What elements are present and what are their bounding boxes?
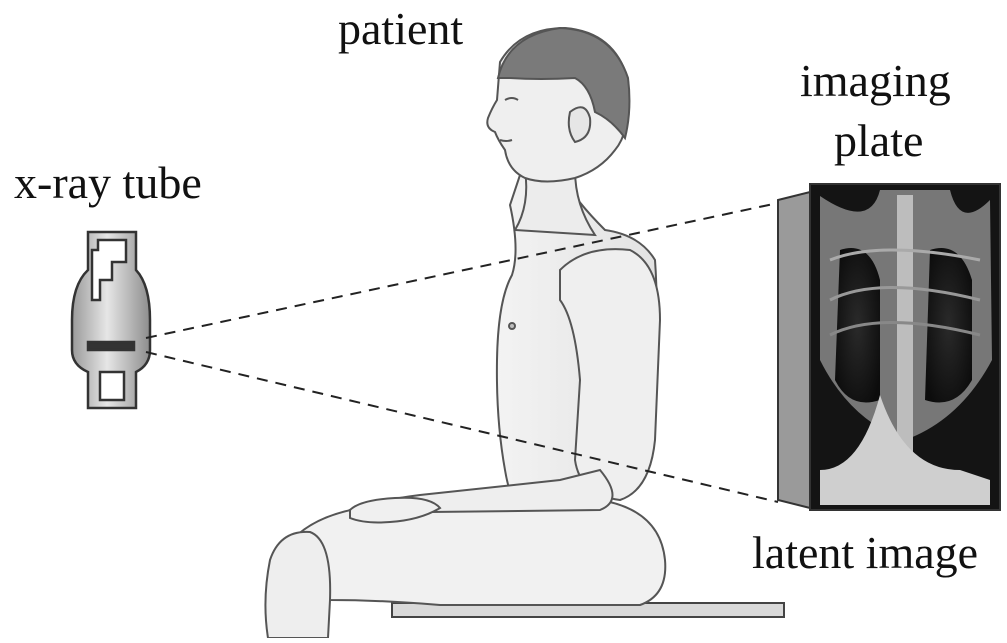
xray-tube-label: x-ray tube (14, 160, 202, 206)
xray-beam (146, 203, 778, 502)
imaging-plate-label-line1: imaging (800, 58, 951, 104)
imaging-plate-label-line2: plate (834, 118, 923, 164)
latent-image-label: latent image (752, 530, 978, 576)
patient-figure (265, 28, 665, 638)
patient-label: patient (338, 6, 463, 52)
imaging-plate (778, 184, 1000, 510)
xray-tube (72, 232, 150, 408)
